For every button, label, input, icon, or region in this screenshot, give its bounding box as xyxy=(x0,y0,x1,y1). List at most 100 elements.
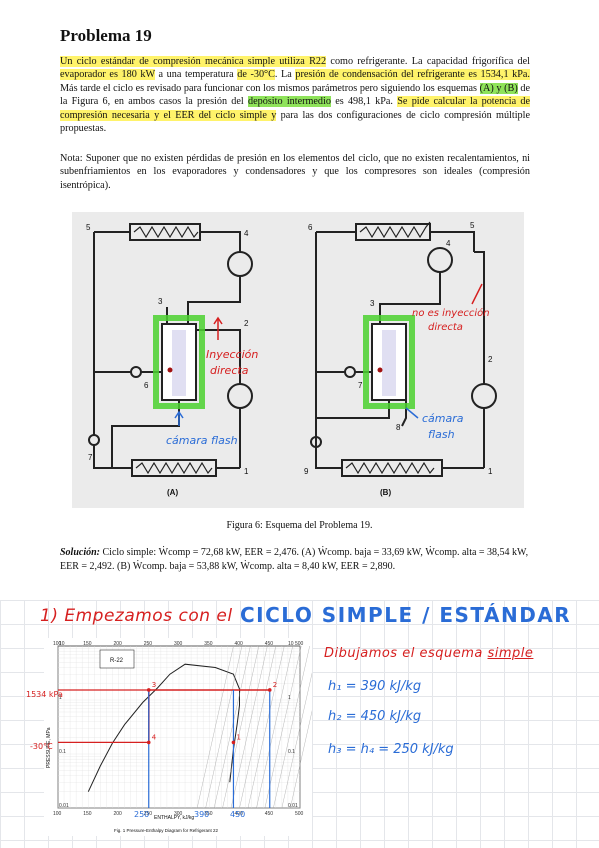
label-B: (B) xyxy=(380,488,391,497)
label-b-8: 8 xyxy=(396,423,401,432)
label-a-1: 1 xyxy=(244,467,249,476)
notes-simple: simple xyxy=(487,646,534,661)
text-seg: de la Figura 6, en ambos casos la presió… xyxy=(60,82,530,108)
x-tick-bottom: 250 xyxy=(144,811,153,817)
isentrope-line xyxy=(273,645,310,809)
cycle-point-label: 1 xyxy=(236,733,240,741)
document-page: Problema 19 Un ciclo estándar de compres… xyxy=(60,26,530,574)
chart-title: R-22 xyxy=(110,658,124,664)
eq-h1: h₁ = 390 kJ/kg xyxy=(328,679,422,694)
isentrope-line xyxy=(230,645,268,809)
valve-b-7 xyxy=(344,366,356,378)
annot-p-high: 1534 kPa xyxy=(26,690,63,699)
annot-h3: 250 xyxy=(134,810,150,819)
isentrope-line xyxy=(247,645,285,809)
hl-presion: presión de condensación del refrigerante… xyxy=(295,69,530,81)
y-tick: 1 xyxy=(59,695,62,701)
isentrope-line xyxy=(205,645,243,809)
valve-7 xyxy=(88,434,100,446)
isentrope-line xyxy=(213,645,251,809)
x-tick-bottom: 100 xyxy=(53,811,62,817)
label-b-2: 2 xyxy=(488,355,493,364)
y-tick-right: 0.1 xyxy=(288,749,295,755)
annot-inyeccion-2: directa xyxy=(210,364,249,377)
annot-noinyec-1: no es inyección xyxy=(412,307,490,319)
arrow-camara-a xyxy=(174,410,184,426)
compressor-b-high xyxy=(427,247,453,273)
label-a-5: 5 xyxy=(86,223,91,232)
x-tick-top: 150 xyxy=(83,641,92,647)
x-tick-bottom: 400 xyxy=(235,811,244,817)
label-a-4: 4 xyxy=(244,229,249,238)
x-tick-bottom: 500 xyxy=(295,811,304,817)
annot-camara-a: cámara flash xyxy=(166,434,238,447)
y-tick: 0.1 xyxy=(59,749,66,755)
annot-inyeccion-1: Inyección xyxy=(206,348,258,361)
chart-title-box xyxy=(99,649,135,669)
text-seg: es 498,1 kPa. xyxy=(330,96,398,108)
annot-camara-b-1: cámara xyxy=(422,412,464,425)
x-tick-bottom: 450 xyxy=(265,811,274,817)
x-tick-top: 100 xyxy=(53,641,62,647)
x-tick-bottom: 150 xyxy=(83,811,92,817)
valve-6 xyxy=(130,366,142,378)
annot-camara-b-2: flash xyxy=(428,428,455,441)
chart-xlabel: ENTHALPY, kJ/kg xyxy=(154,815,194,821)
y-tick-right: 10 xyxy=(288,641,294,647)
cycle-point-label: 3 xyxy=(152,681,156,689)
arrow-inyeccion xyxy=(213,316,223,340)
label-b-5: 5 xyxy=(470,221,475,230)
eq-h2: h₂ = 450 kJ/kg xyxy=(328,709,422,724)
solution-label: Solución: xyxy=(60,547,101,558)
solution-text: Ciclo simple: Ẇcomp = 72,68 kW, EER = 2,… xyxy=(60,547,529,572)
label-a-6: 6 xyxy=(144,381,149,390)
flash-a-highlight xyxy=(153,315,205,409)
figure-caption: Figura 6: Esquema del Problema 19. xyxy=(226,520,373,531)
x-tick-bottom: 200 xyxy=(114,811,123,817)
condenser-a xyxy=(129,223,201,241)
cycle-point xyxy=(146,740,151,745)
hl-evaporador: evaporador es 180 kW xyxy=(60,69,155,81)
hl-temp: de -30°C xyxy=(237,69,275,81)
x-tick-top: 400 xyxy=(235,641,244,647)
y-tick: 0.01 xyxy=(59,803,69,809)
label-b-4: 4 xyxy=(446,239,451,248)
text-seg: . La xyxy=(274,69,296,81)
compressor-a-high xyxy=(227,251,253,277)
x-tick-top: 300 xyxy=(174,641,183,647)
label-b-3: 3 xyxy=(370,299,375,308)
problem-statement: Un ciclo estándar de compresión mecánica… xyxy=(60,55,530,135)
cycle-point xyxy=(146,688,151,692)
schematic-diagram: 5 4 3 2 6 7 1 (A) 6 5 4 3 2 7 8 9 1 (B) xyxy=(86,221,497,497)
y-tick-right: 1 xyxy=(288,695,291,701)
x-tick-top: 350 xyxy=(204,641,213,647)
flash-b-highlight xyxy=(363,315,415,409)
hl-esquemas: (A) y (B) xyxy=(479,82,518,94)
cycle-point xyxy=(231,740,236,745)
label-b-9: 9 xyxy=(304,467,309,476)
isentrope-line xyxy=(196,645,234,809)
chart-caption: Fig. 1 Pressure-Enthalpy Diagram for Ref… xyxy=(114,828,219,833)
compressor-a-low xyxy=(227,383,253,409)
label-b-7: 7 xyxy=(358,381,363,390)
cycle-point xyxy=(267,688,272,692)
figure-6: 5 4 3 2 6 7 1 (A) 6 5 4 3 2 7 8 9 1 (B) xyxy=(72,212,524,508)
solution-paragraph: Solución: Ciclo simple: Ẇcomp = 72,68 kW… xyxy=(60,546,530,574)
chart-ylabel: PRESSURE, MPa xyxy=(46,727,52,768)
annot-noinyec-2: directa xyxy=(428,322,463,333)
isentrope-line xyxy=(264,645,302,809)
problem-title: Problema 19 xyxy=(60,26,152,45)
text-seg: como refrigerante. La capacidad frigoríf… xyxy=(326,56,530,67)
eq-h3: h₃ = h₄ = 250 kJ/kg xyxy=(328,742,454,757)
hl-ciclo: Un ciclo estándar de compresión mecánica… xyxy=(60,56,327,67)
isentrope-line xyxy=(239,645,276,809)
label-A: (A) xyxy=(167,488,178,497)
notes-heading-blue: CICLO SIMPLE / ESTÁNDAR xyxy=(240,603,572,627)
label-a-7: 7 xyxy=(88,453,93,462)
text-seg: a una temperatura xyxy=(154,69,238,81)
y-tick: 10 xyxy=(59,641,65,647)
x-tick-bottom: 300 xyxy=(174,811,183,817)
x-tick-top: 450 xyxy=(265,641,274,647)
